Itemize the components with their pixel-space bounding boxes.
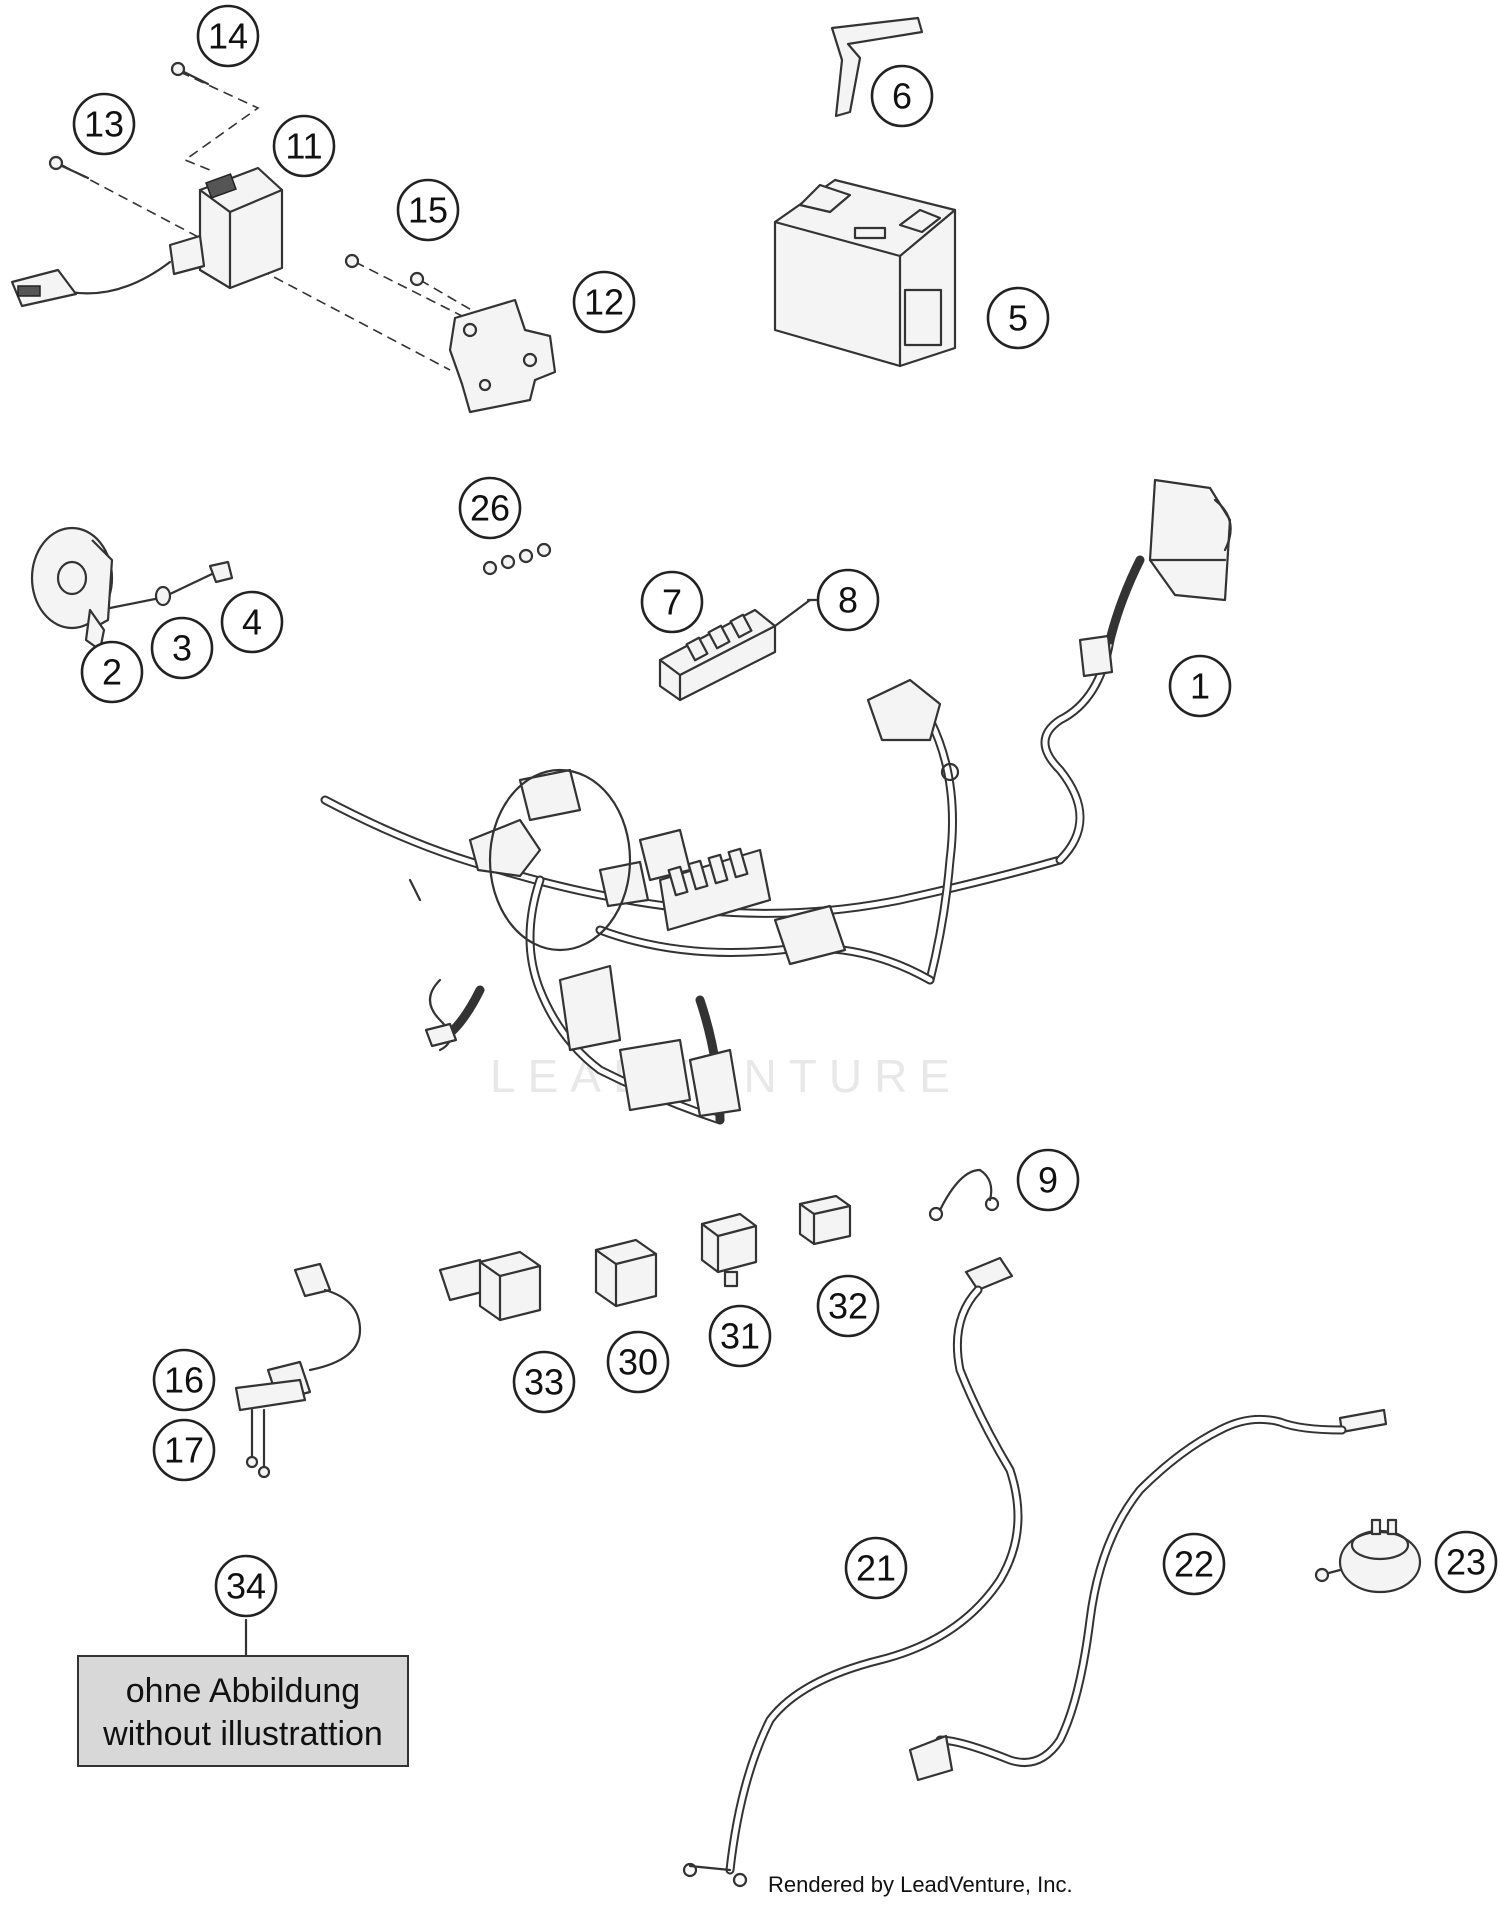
callout-circle bbox=[816, 1274, 880, 1338]
note-line-1: ohne Abbildung bbox=[126, 1672, 360, 1710]
callout-circle bbox=[1168, 654, 1232, 718]
callout-label: 3 bbox=[172, 628, 192, 669]
callout-circle bbox=[640, 570, 704, 634]
ground-cable bbox=[928, 1168, 1000, 1222]
callout-circle bbox=[80, 640, 144, 704]
callout-label: 33 bbox=[524, 1362, 564, 1403]
callout-circle bbox=[870, 64, 934, 128]
callout-6: 6 bbox=[870, 64, 934, 128]
relay-set bbox=[438, 1194, 852, 1322]
callout-circle bbox=[816, 568, 880, 632]
callout-label: 16 bbox=[164, 1360, 204, 1401]
callout-22: 22 bbox=[1162, 1532, 1226, 1596]
main-wiring-harness bbox=[320, 478, 1232, 1125]
callout-label: 26 bbox=[470, 488, 510, 529]
callout-label: 14 bbox=[208, 16, 248, 57]
note-line-2: without illustrattion bbox=[102, 1715, 383, 1753]
callout-circle bbox=[214, 1554, 278, 1618]
callout-circle bbox=[152, 1348, 216, 1412]
callout-label: 9 bbox=[1038, 1160, 1058, 1201]
callout-8: 8 bbox=[816, 568, 880, 632]
callout-circle bbox=[220, 590, 284, 654]
battery-holder-strap bbox=[830, 16, 924, 118]
callout-circle bbox=[1162, 1532, 1226, 1596]
callout-circle bbox=[150, 616, 214, 680]
callout-3: 3 bbox=[150, 616, 214, 680]
callout-circle bbox=[196, 4, 260, 68]
callout-label: 34 bbox=[226, 1566, 266, 1607]
battery bbox=[773, 178, 957, 368]
sensor-assembly bbox=[234, 1262, 362, 1479]
callout-label: 13 bbox=[84, 104, 124, 145]
callout-15: 15 bbox=[396, 178, 460, 242]
callout-17: 17 bbox=[152, 1418, 216, 1482]
callout-circle bbox=[72, 92, 136, 156]
callout-circle bbox=[1434, 1530, 1498, 1594]
callout-label: 17 bbox=[164, 1430, 204, 1471]
callout-4: 4 bbox=[220, 590, 284, 654]
callout-label: 7 bbox=[662, 582, 682, 623]
callout-7: 7 bbox=[640, 570, 704, 634]
rendered-by-credit: Rendered by LeadVenture, Inc. bbox=[768, 1872, 1073, 1897]
callout-circle bbox=[844, 1536, 908, 1600]
callout-label: 32 bbox=[828, 1286, 868, 1327]
callout-circle bbox=[986, 286, 1050, 350]
callout-12: 12 bbox=[572, 270, 636, 334]
callout-label: 1 bbox=[1190, 666, 1210, 707]
callout-14: 14 bbox=[196, 4, 260, 68]
note-box: ohne Abbildung without illustrattion bbox=[77, 1655, 409, 1767]
callout-label: 2 bbox=[102, 652, 122, 693]
starter-relay bbox=[1314, 1518, 1422, 1594]
callout-label: 23 bbox=[1446, 1542, 1486, 1583]
callout-1: 1 bbox=[1168, 654, 1232, 718]
callout-label: 4 bbox=[242, 602, 262, 643]
callout-32: 32 bbox=[816, 1274, 880, 1338]
callout-label: 31 bbox=[720, 1316, 760, 1357]
callout-16: 16 bbox=[152, 1348, 216, 1412]
callout-circle bbox=[272, 114, 336, 178]
callout-label: 6 bbox=[892, 76, 912, 117]
horn-assembly bbox=[30, 526, 234, 652]
callout-circle bbox=[572, 270, 636, 334]
callout-34: 34 bbox=[214, 1554, 278, 1618]
callout-label: 12 bbox=[584, 282, 624, 323]
callout-circle bbox=[708, 1304, 772, 1368]
callout-circle bbox=[1016, 1148, 1080, 1212]
callout-label: 5 bbox=[1008, 298, 1028, 339]
cable-nuts bbox=[482, 542, 552, 576]
callout-30: 30 bbox=[606, 1330, 670, 1394]
callout-circle bbox=[458, 476, 522, 540]
fuse-box bbox=[658, 598, 812, 702]
callout-5: 5 bbox=[986, 286, 1050, 350]
callout-33: 33 bbox=[512, 1350, 576, 1414]
callout-9: 9 bbox=[1016, 1148, 1080, 1212]
callout-circle bbox=[606, 1330, 670, 1394]
control-unit-assembly bbox=[10, 61, 557, 414]
callout-13: 13 bbox=[72, 92, 136, 156]
callout-circle bbox=[152, 1418, 216, 1482]
callout-2: 2 bbox=[80, 640, 144, 704]
cable-22 bbox=[908, 1408, 1388, 1782]
callout-circle bbox=[512, 1350, 576, 1414]
callout-label: 8 bbox=[838, 580, 858, 621]
callout-21: 21 bbox=[844, 1536, 908, 1600]
callout-label: 21 bbox=[856, 1548, 896, 1589]
callout-label: 30 bbox=[618, 1342, 658, 1383]
callout-circle bbox=[396, 178, 460, 242]
callout-26: 26 bbox=[458, 476, 522, 540]
callout-label: 15 bbox=[408, 190, 448, 231]
callout-31: 31 bbox=[708, 1304, 772, 1368]
callout-label: 11 bbox=[285, 126, 322, 167]
callout-23: 23 bbox=[1434, 1530, 1498, 1594]
cable-21 bbox=[682, 1256, 1023, 1888]
callout-label: 22 bbox=[1174, 1544, 1214, 1585]
callout-11: 11 bbox=[272, 114, 336, 178]
